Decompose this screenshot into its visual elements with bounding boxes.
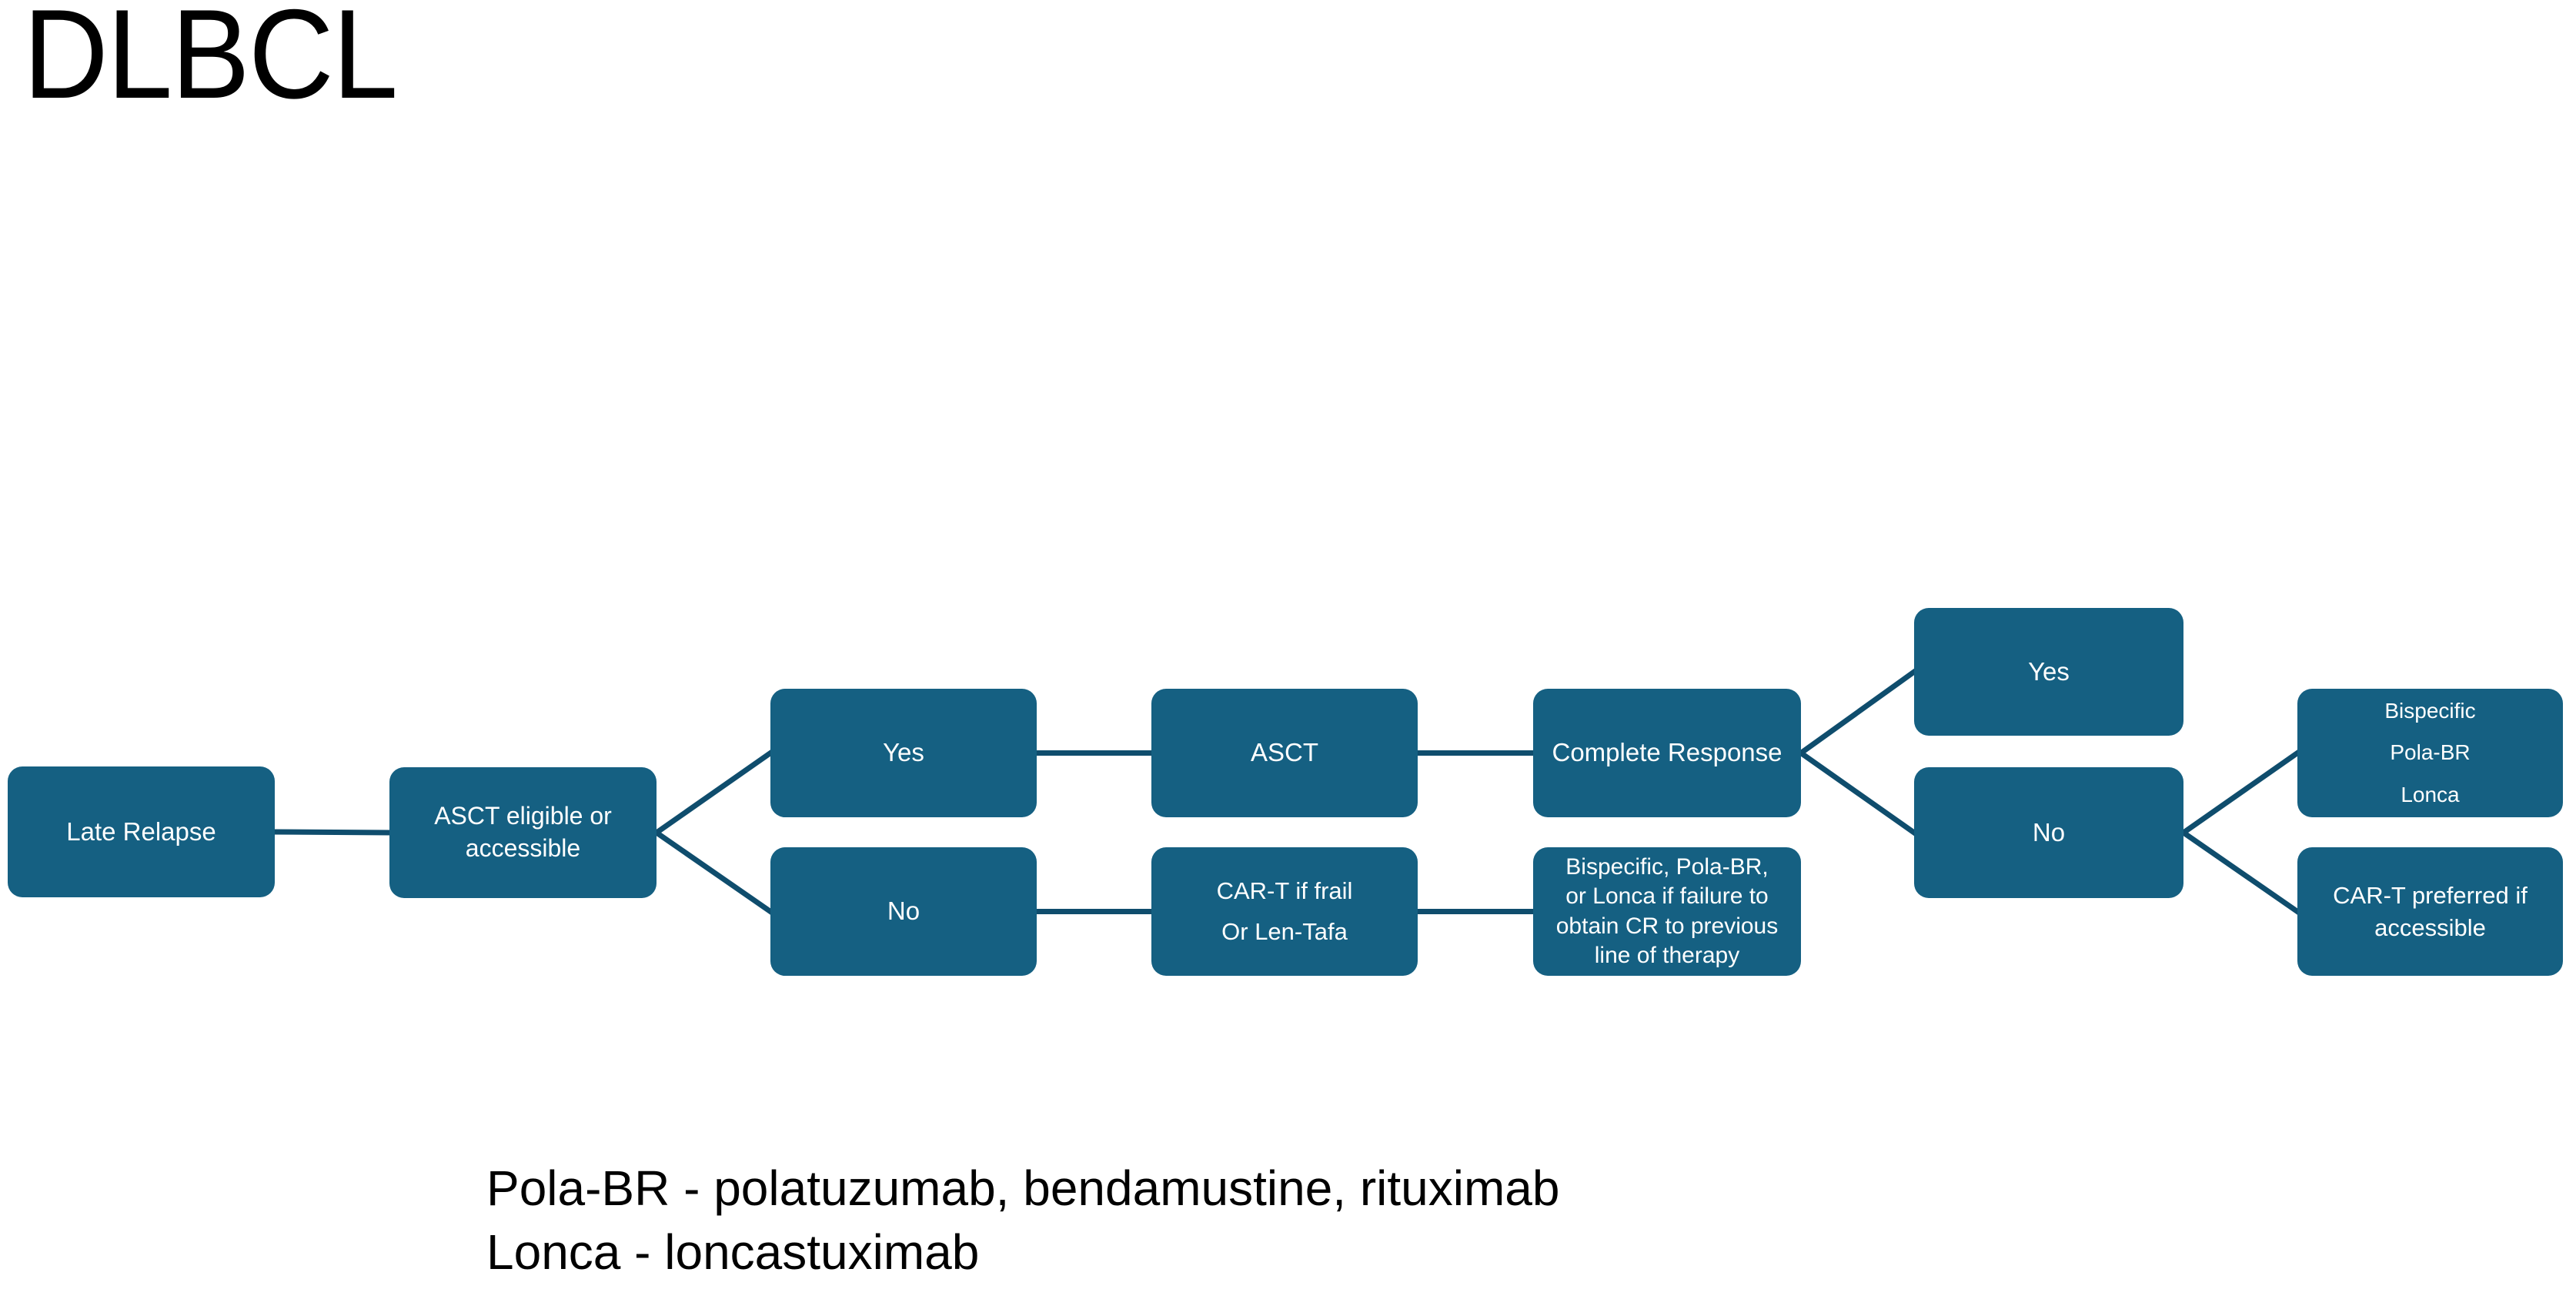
flow-node-cart-frail-text: CAR-T if frail	[1216, 877, 1353, 904]
flow-node-bispecific-options-text: Pola-BR	[2390, 740, 2471, 765]
connector-no-cr--cart-preferred	[2180, 829, 2301, 916]
flow-node-asct-eligible-text: ASCT eligible or	[434, 802, 612, 830]
flow-node-bispecific-failure-text: or Lonca if failure to	[1565, 883, 1769, 910]
flow-node-yes-asct: Yes	[770, 689, 1037, 817]
flow-node-bispecific-failure-text: obtain CR to previous	[1555, 913, 1779, 939]
flow-node-yes-asct-text: Yes	[883, 738, 924, 767]
flow-node-no-cr: No	[1914, 767, 2183, 898]
flow-node-bispecific-failure-text: line of therapy	[1594, 942, 1740, 968]
connector-asct-eligible--yes-asct	[653, 749, 774, 837]
flow-node-asct-eligible-text: accessible	[465, 834, 581, 862]
connector-complete-response--yes-cr	[1797, 668, 1918, 757]
flow-node-no-asct-text: No	[887, 897, 920, 926]
flow-node-late-relapse: Late Relapse	[8, 766, 275, 897]
flow-node-cart-frail: CAR-T if frail Or Len-Tafa	[1151, 847, 1418, 976]
flow-node-yes-cr-text: Yes	[2028, 656, 2070, 686]
flow-node-cart-frail-text: Or Len-Tafa	[1221, 917, 1348, 945]
legend-line-pola-br: Pola-BR - polatuzumab, bendamustine, rit…	[486, 1160, 1560, 1216]
flow-node-bispecific-failure: Bispecific, Pola-BR, or Lonca if failure …	[1533, 847, 1801, 976]
flow-node-late-relapse-text: Late Relapse	[66, 816, 216, 846]
page-title: DLBCL	[23, 0, 398, 125]
abbreviation-legend: Pola-BR - polatuzumab, bendamustine, rit…	[486, 1157, 1559, 1284]
flow-node-no-asct: No	[770, 847, 1037, 976]
flow-node-yes-cr: Yes	[1914, 608, 2183, 736]
connector-complete-response--no-cr	[1797, 749, 1918, 837]
connector-late-relapse--asct-eligible	[272, 829, 393, 836]
flow-node-asct-text: ASCT	[1250, 738, 1318, 767]
flow-node-complete-response-text: Complete Response	[1552, 738, 1782, 767]
flow-node-no-cr-text: No	[2032, 817, 2066, 847]
flow-node-cart-preferred-text: CAR-T preferred if	[2333, 881, 2528, 909]
flow-node-cart-preferred-text: accessible	[2374, 913, 2486, 941]
connector-no-cr--bispecific-options	[2180, 749, 2301, 837]
flow-node-cart-preferred: CAR-T preferred if accessible	[2297, 847, 2563, 976]
flow-node-bispecific-failure-text: Bispecific, Pola-BR,	[1565, 853, 1769, 880]
flow-node-asct: ASCT	[1151, 689, 1418, 817]
legend-line-lonca: Lonca - loncastuximab	[486, 1224, 980, 1281]
flow-node-asct-eligible: ASCT eligible or accessible	[389, 767, 657, 898]
flow-node-bispecific-options-text: Lonca	[2401, 782, 2460, 806]
flow-node-bispecific-options-text: Bispecific	[2384, 698, 2476, 723]
flow-node-complete-response: Complete Response	[1533, 689, 1801, 817]
connector-asct-eligible--no-asct	[653, 829, 774, 916]
